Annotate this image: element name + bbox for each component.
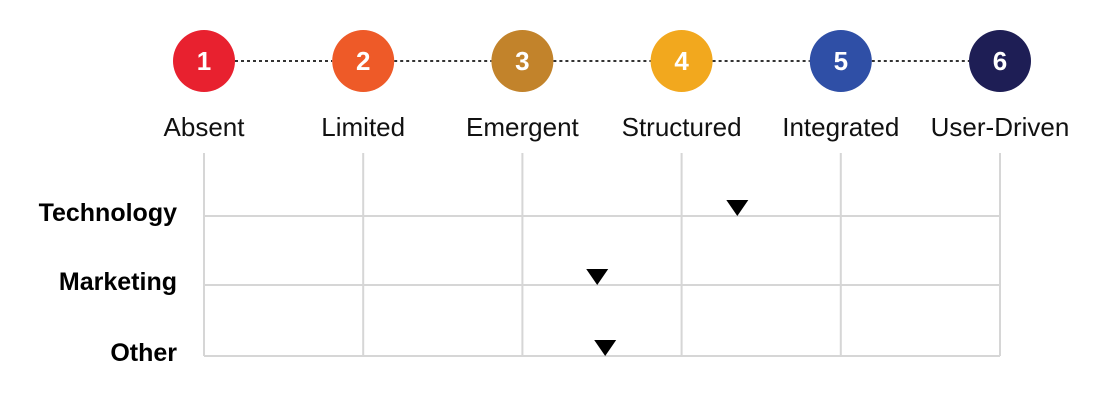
stage-number: 1: [197, 46, 211, 76]
position-markers: [586, 200, 749, 356]
stage-number: 5: [834, 46, 848, 76]
stage-label: Structured: [622, 112, 742, 142]
stage-number: 3: [515, 46, 529, 76]
marker-marketing: [586, 269, 609, 285]
marker-technology: [726, 200, 749, 216]
marker-other: [594, 340, 617, 356]
stage-circle: [969, 30, 1031, 92]
stage-number: 4: [674, 46, 689, 76]
stage-label: Integrated: [782, 112, 899, 142]
stage-label: User-Driven: [931, 112, 1070, 142]
stage-circle: [491, 30, 554, 92]
stage-label: Limited: [321, 112, 405, 142]
stage-label: Absent: [164, 112, 246, 142]
stage-circle: [650, 30, 713, 92]
stage-label: Emergent: [466, 112, 579, 142]
row-label-technology: Technology: [39, 199, 178, 227]
row-label-marketing: Marketing: [59, 268, 177, 296]
row-label-other: Other: [110, 339, 177, 367]
stage-circle: [332, 30, 395, 92]
stage-circle: [173, 30, 235, 92]
stage-circle: [809, 30, 872, 92]
stage-number: 2: [356, 46, 370, 76]
stage-number: 6: [993, 46, 1007, 76]
grid: [203, 153, 1001, 357]
